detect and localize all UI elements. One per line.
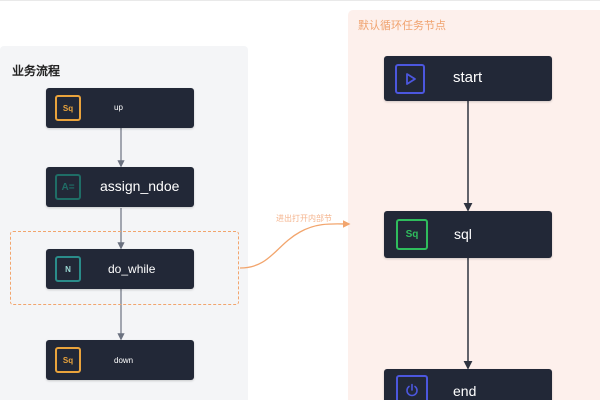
loop-task-title: 默认循环任务节点 bbox=[358, 20, 446, 32]
business-flow-title: 业务流程 bbox=[12, 64, 61, 78]
node-label: end bbox=[453, 383, 477, 399]
assign-icon-text: A= bbox=[61, 181, 75, 193]
play-icon-glyph bbox=[406, 73, 416, 85]
node-label: down bbox=[114, 356, 134, 365]
node-label: sql bbox=[454, 226, 472, 242]
node-start[interactable]: start bbox=[384, 56, 552, 101]
play-icon bbox=[395, 64, 425, 94]
sql-icon: Sq bbox=[55, 95, 81, 121]
sql-icon: Sq bbox=[396, 219, 428, 250]
loop-icon: N bbox=[55, 256, 81, 282]
sql-icon: Sq bbox=[55, 347, 81, 373]
top-divider bbox=[0, 0, 600, 1]
node-down[interactable]: Sq down bbox=[46, 340, 194, 380]
node-label: start bbox=[453, 69, 483, 86]
node-assign-ndoe[interactable]: A= assign_ndoe bbox=[46, 167, 194, 207]
assign-icon: A= bbox=[55, 174, 81, 200]
node-label: do_while bbox=[108, 262, 156, 276]
node-label: up bbox=[114, 103, 123, 112]
node-up[interactable]: Sq up bbox=[46, 88, 194, 128]
loop-detail-curve bbox=[239, 220, 351, 269]
sql-icon-text: Sq bbox=[405, 229, 419, 240]
loop-node-highlight bbox=[10, 231, 239, 305]
sql-icon-text: Sq bbox=[62, 103, 74, 113]
sql-icon-text: Sq bbox=[62, 355, 74, 365]
node-sql[interactable]: Sq sql bbox=[384, 211, 552, 258]
power-icon bbox=[396, 375, 428, 400]
loop-icon-text: N bbox=[65, 264, 71, 274]
node-label: assign_ndoe bbox=[100, 178, 180, 194]
node-end[interactable]: end bbox=[384, 369, 552, 400]
power-icon-glyph bbox=[406, 383, 418, 397]
loop-detail-annotation: 进出打开内部节 bbox=[276, 214, 332, 223]
node-do-while[interactable]: N do_while bbox=[46, 249, 194, 289]
